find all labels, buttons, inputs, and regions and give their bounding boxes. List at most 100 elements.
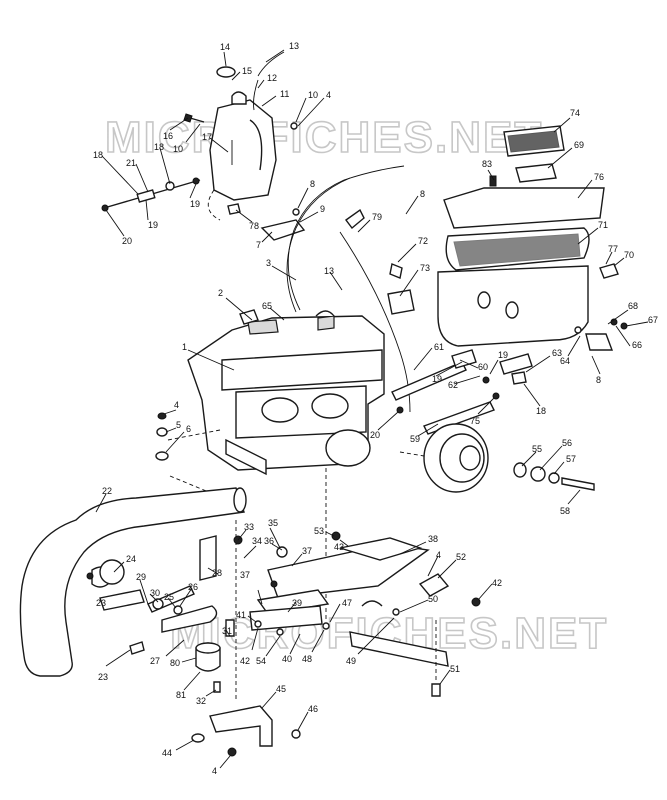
damper-assembly <box>195 642 221 693</box>
callout-22: 22 <box>102 486 112 496</box>
callout-56: 56 <box>562 438 572 448</box>
callout-73: 73 <box>420 263 430 273</box>
leader-lines <box>95 49 649 769</box>
callout-5: 5 <box>176 420 181 430</box>
callout-10b: 10 <box>173 144 183 154</box>
callout-12: 12 <box>267 73 277 83</box>
callout-41: 41 <box>236 610 246 620</box>
callout-71: 71 <box>598 220 608 230</box>
callout-18: 18 <box>93 150 103 160</box>
callout-13: 13 <box>289 41 299 51</box>
callout-19b: 19 <box>148 220 158 230</box>
callout-74: 74 <box>570 108 580 118</box>
callout-4d: 4 <box>212 766 217 776</box>
air-box-mount <box>574 318 628 351</box>
engine-assembly <box>187 309 385 476</box>
callout-23: 23 <box>96 598 106 608</box>
callout-13b: 13 <box>324 266 334 276</box>
callout-34: 34 <box>252 536 262 546</box>
callout-39: 39 <box>292 598 302 608</box>
callout-11: 11 <box>280 89 289 99</box>
callout-labels: 14 13 15 12 11 10 4 16 10 17 18 21 18 19… <box>93 41 658 776</box>
callout-52: 52 <box>456 552 466 562</box>
callout-20b: 20 <box>370 430 380 440</box>
callout-35: 35 <box>268 518 278 528</box>
callout-3: 3 <box>266 258 271 268</box>
tank-bracket <box>227 203 306 241</box>
callout-80: 80 <box>170 658 180 668</box>
callout-2: 2 <box>218 288 223 298</box>
callout-25: 25 <box>164 592 174 602</box>
callout-28: 28 <box>212 568 222 578</box>
callout-48: 48 <box>302 654 312 664</box>
callout-45: 45 <box>276 684 286 694</box>
callout-37b: 37 <box>240 570 250 580</box>
callout-42: 42 <box>492 578 502 588</box>
callout-4: 4 <box>326 90 331 100</box>
callout-63: 63 <box>552 348 562 358</box>
callout-32: 32 <box>196 696 206 706</box>
bottom-bracket <box>191 705 301 757</box>
callout-50: 50 <box>428 594 438 604</box>
callout-19d: 19 <box>498 350 508 360</box>
callout-23b: 23 <box>98 672 108 682</box>
callout-75: 75 <box>470 416 480 426</box>
callout-64: 64 <box>560 356 570 366</box>
right-brackets <box>349 573 481 697</box>
callout-29: 29 <box>136 572 146 582</box>
callout-10: 10 <box>308 90 318 100</box>
callout-78: 78 <box>249 221 259 231</box>
fuel-tank-assembly <box>183 51 298 221</box>
callout-60: 60 <box>478 362 488 372</box>
callout-54: 54 <box>256 656 266 666</box>
callout-16: 16 <box>163 131 173 141</box>
callout-59: 59 <box>410 434 420 444</box>
callout-17: 17 <box>202 132 212 142</box>
callout-4b: 4 <box>174 400 179 410</box>
chassis-brackets <box>233 531 430 636</box>
callout-24: 24 <box>126 554 136 564</box>
callout-72: 72 <box>418 236 428 246</box>
linkage-assembly <box>391 349 533 435</box>
callout-8c: 8 <box>596 375 601 385</box>
callout-4c: 4 <box>436 550 441 560</box>
callout-65: 65 <box>262 301 272 311</box>
callout-37: 37 <box>302 546 312 556</box>
callout-8b: 8 <box>420 189 425 199</box>
callout-36: 36 <box>264 536 274 546</box>
callout-18c: 18 <box>536 406 546 416</box>
callout-47: 47 <box>342 598 352 608</box>
mount-hardware <box>155 412 221 461</box>
callout-14: 14 <box>220 42 230 52</box>
callout-76: 76 <box>594 172 604 182</box>
callout-8: 8 <box>310 179 315 189</box>
callout-27: 27 <box>150 656 160 666</box>
callout-53: 53 <box>314 526 324 536</box>
watermark-top: MICROFICHES.NET <box>105 113 543 162</box>
callout-21: 21 <box>126 158 136 168</box>
callout-46: 46 <box>308 704 318 714</box>
callout-83: 83 <box>482 159 492 169</box>
callout-61: 61 <box>434 342 444 352</box>
callout-15: 15 <box>242 66 252 76</box>
callout-55: 55 <box>532 444 542 454</box>
callout-66: 66 <box>632 340 642 350</box>
fuel-line-assembly <box>101 177 201 212</box>
exhaust-mounts <box>86 535 235 637</box>
callout-7: 7 <box>256 240 261 250</box>
callout-20: 20 <box>122 236 132 246</box>
callout-26: 26 <box>188 582 198 592</box>
callout-40: 40 <box>282 654 292 664</box>
callout-9: 9 <box>320 204 325 214</box>
callout-38: 38 <box>428 534 438 544</box>
callout-18b: 18 <box>154 142 164 152</box>
air-box-assembly <box>437 125 619 347</box>
callout-77: 77 <box>608 244 618 254</box>
callout-6: 6 <box>186 424 191 434</box>
callout-43: 43 <box>334 542 344 552</box>
callout-42b: 42 <box>240 656 250 666</box>
muffler-assembly <box>19 487 247 677</box>
callout-33: 33 <box>244 522 254 532</box>
callout-57: 57 <box>566 454 576 464</box>
